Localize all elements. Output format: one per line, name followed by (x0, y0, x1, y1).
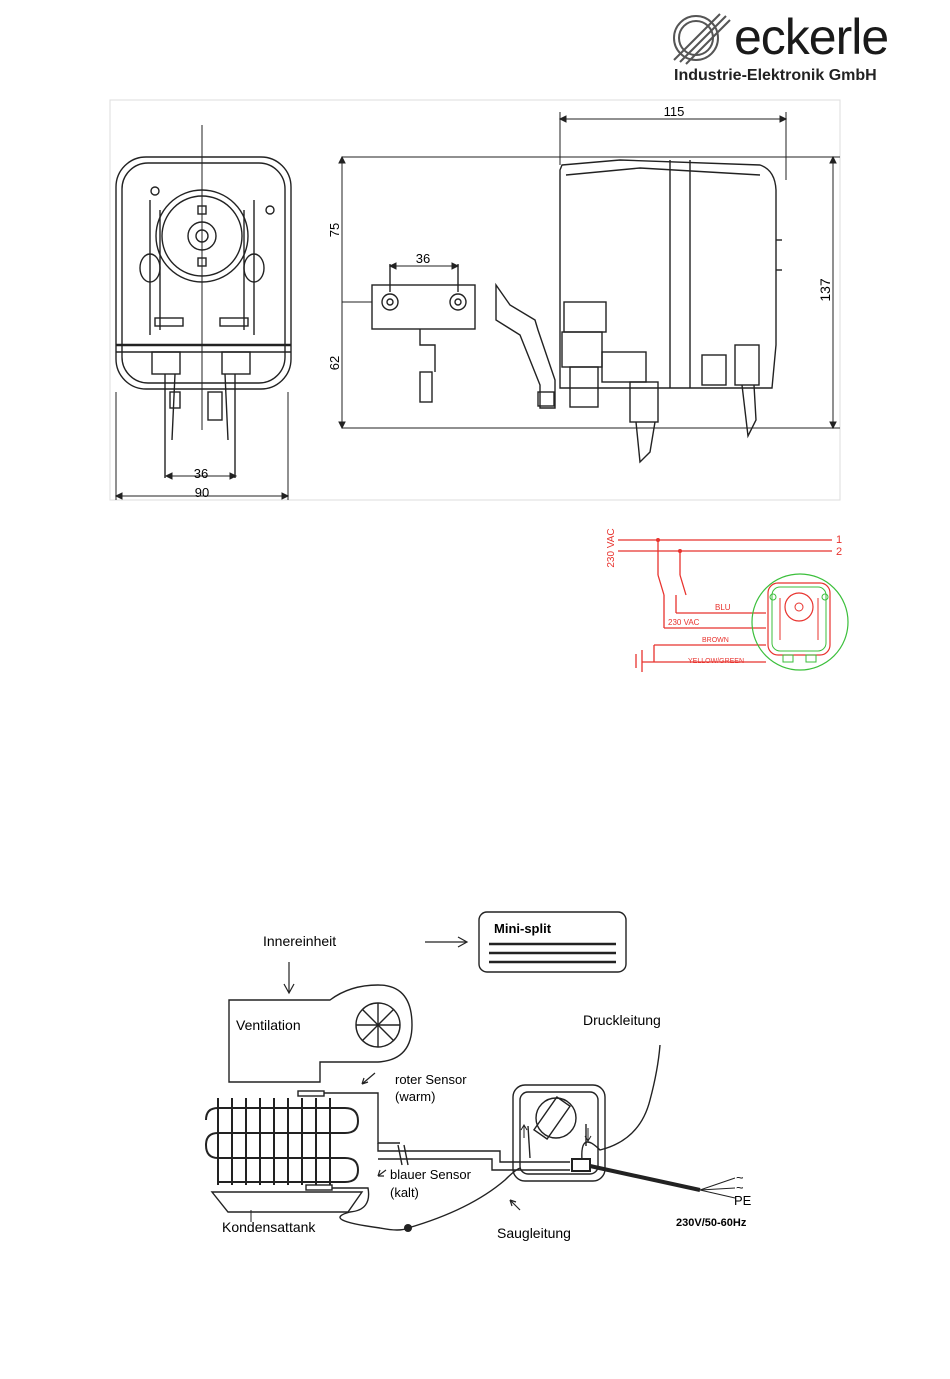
condensate-tank (212, 1192, 362, 1212)
roter-sensor-label: roter Sensor (395, 1072, 467, 1087)
evaporator-coil (206, 1098, 358, 1185)
blauer-sensor-label: blauer Sensor (390, 1167, 472, 1182)
pressure-line (582, 1045, 660, 1160)
saugleitung-label: Saugleitung (497, 1225, 571, 1241)
ventilation-unit (229, 985, 412, 1082)
pe-label: PE (734, 1193, 752, 1208)
blauer-sensor-sub-label: (kalt) (390, 1185, 419, 1200)
ventilation-label: Ventilation (236, 1017, 301, 1033)
power-label: 230V/50-60Hz (676, 1217, 747, 1229)
innereinheit-label: Innereinheit (263, 933, 336, 949)
druckleitung-label: Druckleitung (583, 1012, 661, 1028)
kondensattank-label: Kondensattank (222, 1219, 316, 1235)
suction-line (378, 1143, 570, 1170)
roter-sensor-sub-label: (warm) (395, 1089, 435, 1104)
mini-split-label: Mini-split (494, 921, 552, 936)
power-cable (590, 1166, 735, 1198)
red-sensor (298, 1091, 400, 1143)
